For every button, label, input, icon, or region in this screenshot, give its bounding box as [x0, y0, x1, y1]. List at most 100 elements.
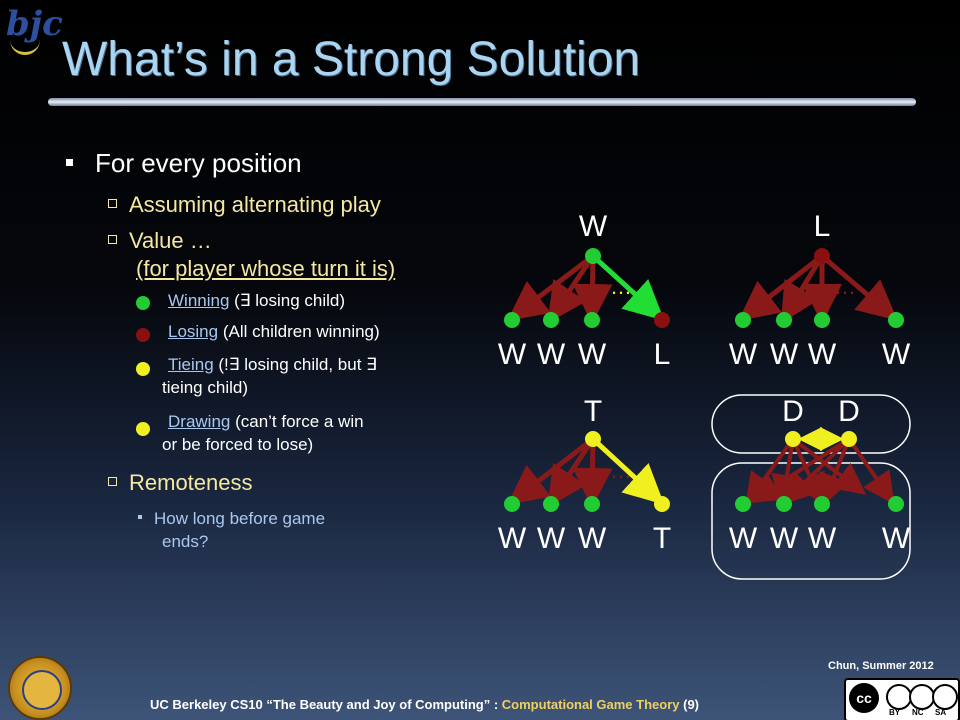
nc-label: NC — [912, 708, 924, 717]
child-label: W — [882, 522, 911, 555]
value-drawing: Drawing (can’t force a win — [168, 411, 364, 433]
tree-t-root-label: T — [584, 395, 602, 428]
hollow-square-bullet-icon — [108, 476, 117, 486]
term-drawing: Drawing — [168, 412, 231, 431]
sa-icon — [932, 684, 958, 710]
bullet-value-line2: (for player whose turn it is) — [136, 256, 395, 282]
edge — [738, 254, 824, 322]
node-tie — [654, 496, 670, 512]
cc-icon: cc — [849, 683, 879, 713]
node-lose — [814, 248, 830, 264]
hollow-square-bullet-icon — [108, 198, 117, 208]
term-winning: Winning — [168, 291, 230, 310]
bjc-logo: bjc — [6, 4, 63, 60]
child-label: W — [770, 338, 799, 371]
node-win — [814, 496, 830, 512]
tree-l-root-label: L — [814, 210, 831, 243]
tree-d-root-label-2: D — [838, 395, 860, 428]
value-tieing: Tieing (!∃ losing child, but ∃ — [168, 354, 377, 376]
desc-tieing: (!∃ losing child, but ∃ — [213, 355, 377, 374]
bullet-value: Value … — [108, 228, 212, 254]
node-win — [888, 312, 904, 328]
node-win — [776, 312, 792, 328]
tieing-edge — [591, 437, 665, 505]
bullet-remoteness: Remoteness — [108, 470, 253, 496]
bullet-for-every-position: For every position — [66, 148, 302, 179]
child-label: W — [498, 338, 527, 371]
uc-seal-logo — [8, 656, 72, 720]
child-label: W — [537, 522, 566, 555]
node-win — [504, 496, 520, 512]
edge — [572, 438, 613, 508]
bullet-text: For every position — [95, 148, 302, 178]
bullet-text: (for player whose turn it is) — [136, 256, 396, 281]
draw-top-region — [711, 394, 911, 454]
node-tie — [585, 431, 601, 447]
title-underline — [48, 98, 916, 106]
ellipsis: … — [610, 274, 632, 299]
desc-winning: (∃ losing child) — [229, 291, 346, 310]
tree-w-root-label: W — [579, 210, 608, 243]
child-label: L — [654, 338, 671, 371]
child-label: W — [770, 522, 799, 555]
child-label: W — [578, 522, 607, 555]
value-losing: Losing (All children winning) — [168, 321, 380, 343]
node-win — [504, 312, 520, 328]
edge — [507, 437, 595, 506]
square-bullet-icon — [66, 158, 73, 166]
term-losing: Losing — [168, 322, 219, 341]
edge — [547, 437, 596, 508]
nc-icon — [909, 684, 935, 710]
bullet-text: Value … — [129, 228, 212, 253]
node-draw — [785, 431, 801, 447]
child-label: W — [578, 338, 607, 371]
edge — [572, 255, 613, 324]
cc-license-badge[interactable]: cc BY NC SA — [844, 678, 960, 720]
value-winning: Winning (∃ losing child) — [168, 290, 345, 312]
node-lose — [654, 312, 670, 328]
tie-dot-icon — [136, 362, 150, 376]
child-label: W — [498, 522, 527, 555]
edge — [780, 254, 825, 324]
draw-edges — [745, 437, 895, 507]
child-label: W — [729, 338, 758, 371]
small-square-bullet-icon — [138, 514, 142, 519]
child-label: W — [537, 338, 566, 371]
edge — [547, 254, 596, 324]
ellipsis: … — [610, 458, 632, 483]
ellipsis: … — [834, 274, 856, 299]
child-label: W — [729, 522, 758, 555]
slide-title: What’s in a Strong Solution — [62, 33, 641, 86]
node-win — [584, 496, 600, 512]
bullet-alternating-play: Assuming alternating play — [108, 192, 381, 218]
node-win — [543, 312, 559, 328]
desc-drawing: (can’t force a win — [230, 412, 364, 431]
footer-author: Chun, Summer 2012 — [828, 660, 934, 672]
bjc-logo-smile-icon — [10, 38, 40, 55]
bullet-text: Remoteness — [129, 470, 253, 495]
node-win — [814, 312, 830, 328]
node-win — [888, 496, 904, 512]
node-win — [543, 496, 559, 512]
footer-course-text: UC Berkeley CS10 “The Beauty and Joy of … — [150, 697, 502, 712]
edge — [820, 254, 898, 321]
edge — [507, 254, 595, 322]
term-tieing: Tieing — [168, 355, 214, 374]
child-label: T — [653, 522, 671, 555]
footer-page-number: (9) — [679, 697, 699, 712]
draw-dot-icon — [136, 422, 150, 436]
bullet-how-long-line2: ends? — [162, 532, 209, 551]
node-win — [584, 312, 600, 328]
tree-d-root-label-1: D — [782, 395, 804, 428]
bullet-text: Assuming alternating play — [129, 192, 381, 217]
node-win — [776, 496, 792, 512]
win-dot-icon — [136, 296, 150, 310]
child-label: W — [882, 338, 911, 371]
winning-edge — [591, 254, 665, 321]
value-drawing-line2: or be forced to lose) — [162, 435, 314, 454]
child-label: W — [808, 338, 837, 371]
bullet-how-long: How long before game — [138, 508, 325, 530]
hollow-square-bullet-icon — [108, 234, 117, 244]
node-win — [735, 496, 751, 512]
